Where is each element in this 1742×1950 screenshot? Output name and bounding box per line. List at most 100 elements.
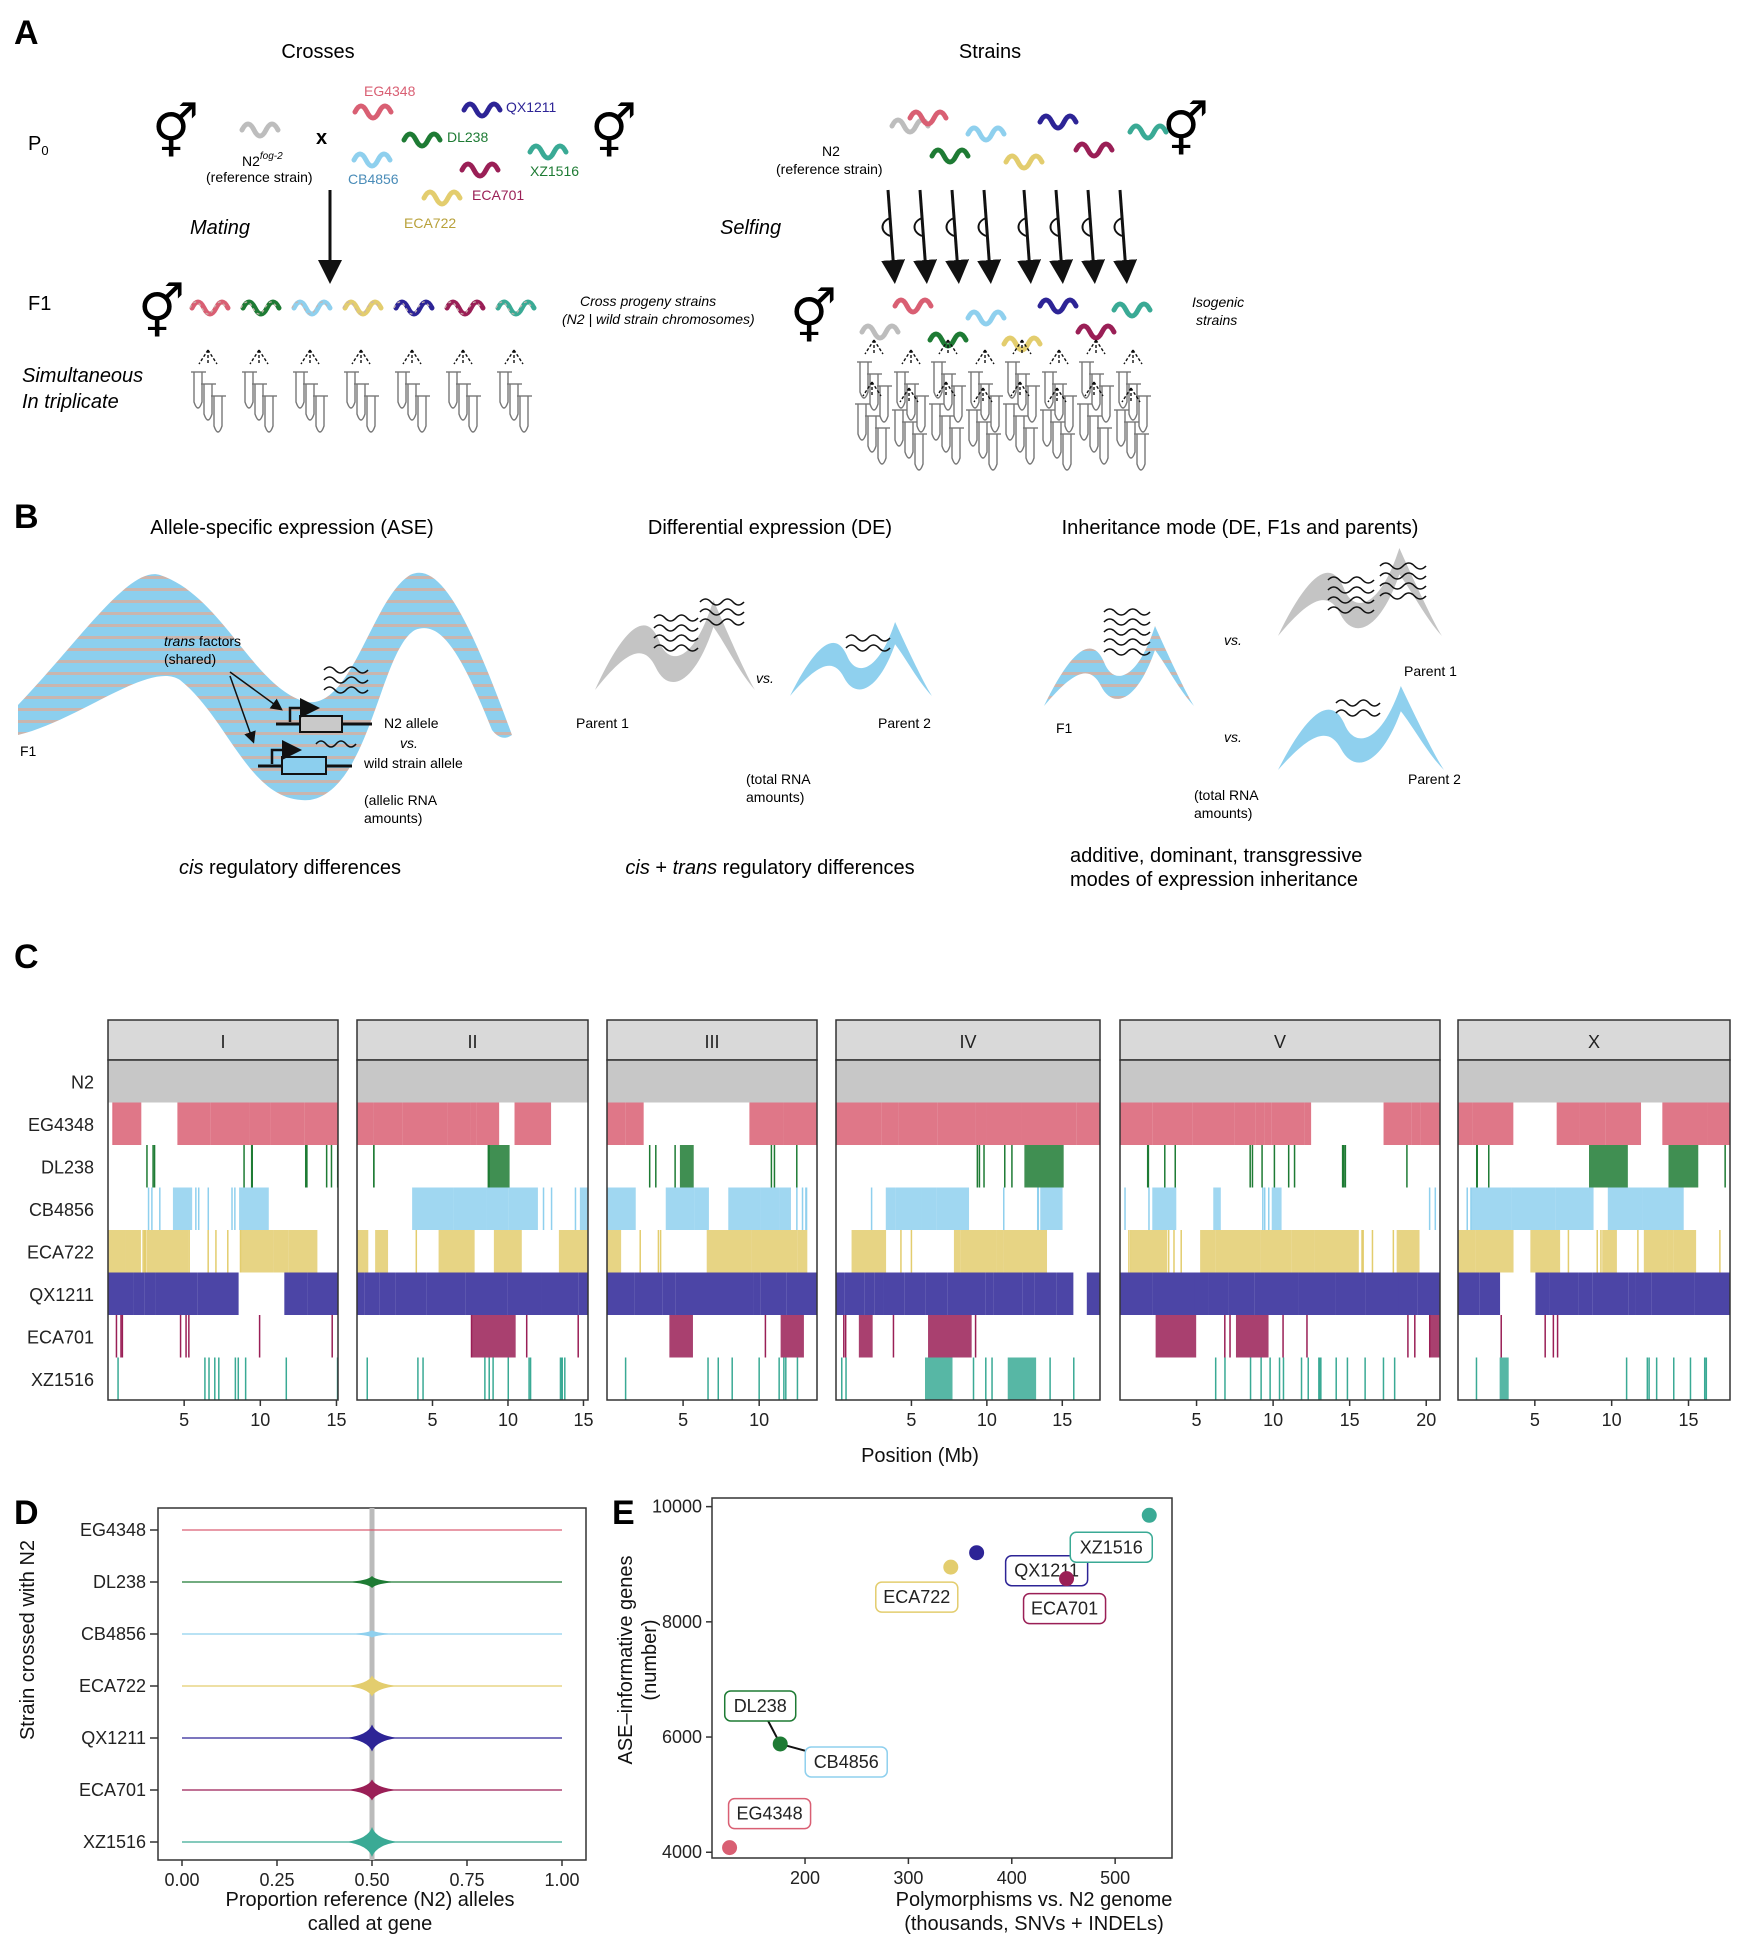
label-qx1211: QX1211 xyxy=(506,99,557,115)
rna-squiggle-p1-inh xyxy=(1327,576,1375,584)
tube xyxy=(1027,386,1037,423)
point-qx1211 xyxy=(969,1545,985,1561)
track-line-xz1516 xyxy=(845,1357,847,1400)
tick-label: 5 xyxy=(1192,1410,1202,1430)
rna-squiggle-p2-inh xyxy=(1335,709,1381,717)
rna-squiggle-p1 xyxy=(653,634,699,642)
tick-label: 10 xyxy=(498,1410,518,1430)
track-block-eg4348 xyxy=(836,1102,882,1145)
track-line-cb4856 xyxy=(801,1187,804,1230)
rna-squiggle-p1 xyxy=(699,618,745,626)
tube xyxy=(1116,410,1126,447)
tube-arrow xyxy=(901,349,912,365)
track-line-xz1516 xyxy=(1393,1357,1396,1400)
track-block-eg4348 xyxy=(210,1102,250,1145)
tick-label: 10 xyxy=(749,1410,769,1430)
violin-chart: EG4348DL238CB4856ECA722QX1211ECA701XZ151… xyxy=(79,1507,587,1890)
track-block-qx1211 xyxy=(836,1272,845,1315)
track-line-cb4856 xyxy=(195,1187,197,1230)
track-block-eca722 xyxy=(996,1230,1004,1273)
track-block-eca722 xyxy=(851,1230,887,1273)
track-line-xz1516 xyxy=(1319,1357,1321,1400)
worm-strain xyxy=(929,147,971,165)
total-rna-de: (total RNA xyxy=(746,771,811,787)
strain-label-dl238: DL238 xyxy=(41,1157,94,1177)
track-line-xz1516 xyxy=(1382,1357,1385,1400)
track-block-eca722 xyxy=(706,1230,752,1273)
track-block-eg4348 xyxy=(177,1102,211,1145)
track-line-xz1516 xyxy=(492,1357,494,1400)
track-block-qx1211 xyxy=(925,1272,948,1315)
track-block-xz1516 xyxy=(1499,1357,1509,1400)
track-block-qx1211 xyxy=(395,1272,427,1315)
track-line-xz1516 xyxy=(560,1357,563,1400)
track-block-cb4856 xyxy=(607,1187,636,1230)
track-line-dl238 xyxy=(1147,1145,1150,1188)
track-line-cb4856 xyxy=(1036,1187,1039,1230)
worm-isogenic xyxy=(965,309,1007,327)
worm-isogenic xyxy=(1075,323,1117,341)
track-line-eca701 xyxy=(258,1315,261,1358)
track-line-xz1516 xyxy=(717,1357,720,1400)
track-block-qx1211 xyxy=(465,1272,508,1315)
worm-eca701 xyxy=(459,161,501,179)
rna-squiggle-p1 xyxy=(653,614,699,622)
e-xlabel-2: (thousands, SNVs + INDELs) xyxy=(904,1913,1164,1935)
strain-label-xz1516: XZ1516 xyxy=(31,1370,94,1390)
track-block-cb4856 xyxy=(694,1187,709,1230)
track-line-xz1516 xyxy=(778,1357,780,1400)
track-line-eca701 xyxy=(120,1315,122,1358)
xtick-label: 400 xyxy=(997,1868,1027,1888)
track-block-cb4856 xyxy=(921,1187,937,1230)
track-line-eca701 xyxy=(764,1315,767,1358)
worm-f1 xyxy=(444,299,486,317)
tube-arrow xyxy=(351,349,362,365)
track-block-cb4856 xyxy=(1471,1187,1512,1230)
track-line-dl238 xyxy=(1164,1145,1166,1188)
track-line-dl238 xyxy=(976,1145,979,1188)
parent2-label-inh: Parent 2 xyxy=(1408,771,1461,787)
strain-label-eca701: ECA701 xyxy=(27,1327,94,1347)
track-line-xz1516 xyxy=(972,1357,975,1400)
track-block-qx1211 xyxy=(1298,1272,1336,1315)
track-line-xz1516 xyxy=(1705,1357,1708,1400)
chrom-frame xyxy=(1457,1059,1731,1401)
track-line-cb4856 xyxy=(1466,1187,1468,1230)
label-xz1516: XZ1516 xyxy=(530,163,579,179)
panel-label-b: B xyxy=(14,498,39,536)
tube xyxy=(1064,396,1074,433)
tube xyxy=(407,384,417,421)
tube xyxy=(980,384,990,421)
track-line-xz1516 xyxy=(624,1357,627,1400)
track-block-qx1211 xyxy=(578,1272,588,1315)
tube xyxy=(988,434,998,471)
track-line-eca701 xyxy=(1544,1315,1546,1358)
track-line-dl238 xyxy=(152,1145,154,1188)
tick-label: 15 xyxy=(1052,1410,1072,1430)
track-block-cb4856 xyxy=(1607,1187,1643,1230)
tube xyxy=(879,386,889,423)
track-block-eg4348 xyxy=(1152,1102,1193,1145)
modes-caption-2: modes of expression inheritance xyxy=(1070,869,1358,891)
parent1-label-inh: Parent 1 xyxy=(1404,663,1457,679)
track-block-qx1211 xyxy=(1458,1272,1480,1315)
track-line-dl238 xyxy=(1488,1145,1490,1188)
tube-arrow xyxy=(910,349,921,365)
panel-label-a: A xyxy=(14,14,39,52)
track-line-xz1516 xyxy=(1282,1357,1285,1400)
chrom-frame xyxy=(606,1059,818,1401)
track-line-xz1516 xyxy=(1655,1357,1658,1400)
track-line-dl238 xyxy=(1004,1145,1006,1188)
track-line-xz1516 xyxy=(417,1357,419,1400)
hermaphrodite-icon: ⚥ xyxy=(790,287,837,348)
track-block-xz1516 xyxy=(924,1357,953,1400)
track-block-eg4348 xyxy=(1076,1102,1100,1145)
track-block-eca722 xyxy=(1530,1230,1561,1273)
tube-arrow xyxy=(945,381,956,397)
tube xyxy=(213,396,223,433)
tick-label: 15 xyxy=(573,1410,593,1430)
track-block-qx1211 xyxy=(144,1272,156,1315)
n2-gene-model xyxy=(276,698,372,733)
ytick-label: 10000 xyxy=(652,1497,702,1517)
